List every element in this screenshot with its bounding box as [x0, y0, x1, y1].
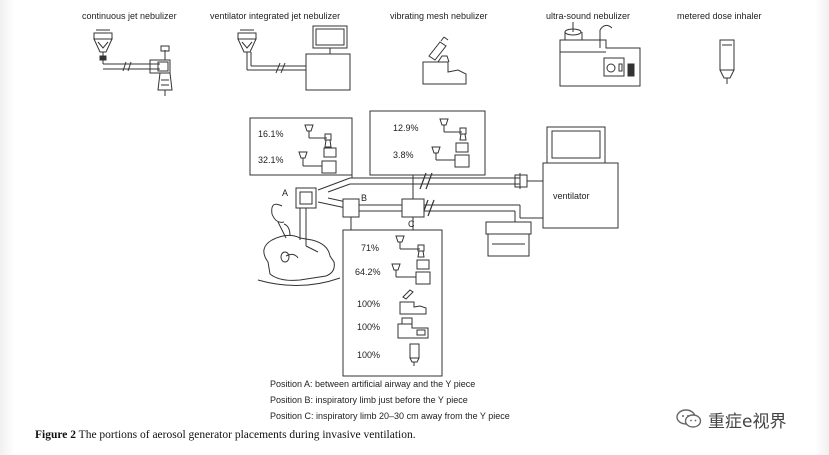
- ultra-sound-nebulizer-icon: [559, 22, 641, 87]
- ventilator-label: ventilator: [553, 191, 590, 201]
- box-position-c: [342, 229, 443, 377]
- pct-c-ultrasound: 100%: [357, 322, 381, 332]
- pct-b-continuous-jet: 12.9%: [393, 123, 419, 133]
- pct-c-mesh: 100%: [357, 299, 381, 309]
- vibrating-mesh-nebulizer-icon: [422, 36, 467, 85]
- metered-dose-inhaler-icon: [719, 39, 735, 84]
- label-mdi: metered dose inhaler: [677, 11, 762, 21]
- legend-position-b: Position B: inspiratory limb just before…: [270, 395, 468, 405]
- continuous-jet-nebulizer-icon: [93, 29, 173, 96]
- box-position-a: [249, 117, 353, 176]
- legend-position-a: Position A: between artificial airway an…: [270, 379, 476, 389]
- ventilator-integrated-jet-nebulizer-icon: [237, 25, 351, 91]
- watermark: 重症e视界: [676, 406, 786, 432]
- caption-text: The portions of aerosol generator placem…: [78, 429, 416, 441]
- pct-c-continuous-jet: 71%: [361, 243, 380, 253]
- pct-c-mdi: 100%: [357, 350, 381, 360]
- pct-a-vent-jet: 32.1%: [258, 155, 284, 165]
- figure-caption: Figure 2 The portions of aerosol generat…: [35, 429, 416, 441]
- wechat-icon: [676, 409, 702, 428]
- ventilator-screen: [546, 126, 606, 164]
- pct-c-vent-jet: 64.2%: [355, 267, 381, 277]
- pct-a-continuous-jet: 16.1%: [258, 129, 284, 139]
- position-b-letter: B: [361, 193, 368, 203]
- legend-position-c: Position C: inspiratory limb 20–30 cm aw…: [270, 411, 510, 421]
- box-position-b: [369, 110, 486, 176]
- label-ventilator-integrated-jet: ventilator integrated jet nebulizer: [210, 11, 341, 21]
- position-c-letter: C: [408, 219, 415, 229]
- label-ultra-sound: ultra-sound nebulizer: [546, 11, 631, 21]
- caption-label: Figure 2: [35, 429, 76, 441]
- label-vibrating-mesh: vibrating mesh nebulizer: [390, 11, 488, 21]
- pct-b-vent-jet: 3.8%: [393, 150, 414, 160]
- label-continuous-jet: continuous jet nebulizer: [82, 11, 177, 21]
- patient-head-icon: [257, 203, 341, 286]
- position-a-letter: A: [282, 188, 289, 198]
- watermark-text: 重症e视界: [708, 411, 787, 432]
